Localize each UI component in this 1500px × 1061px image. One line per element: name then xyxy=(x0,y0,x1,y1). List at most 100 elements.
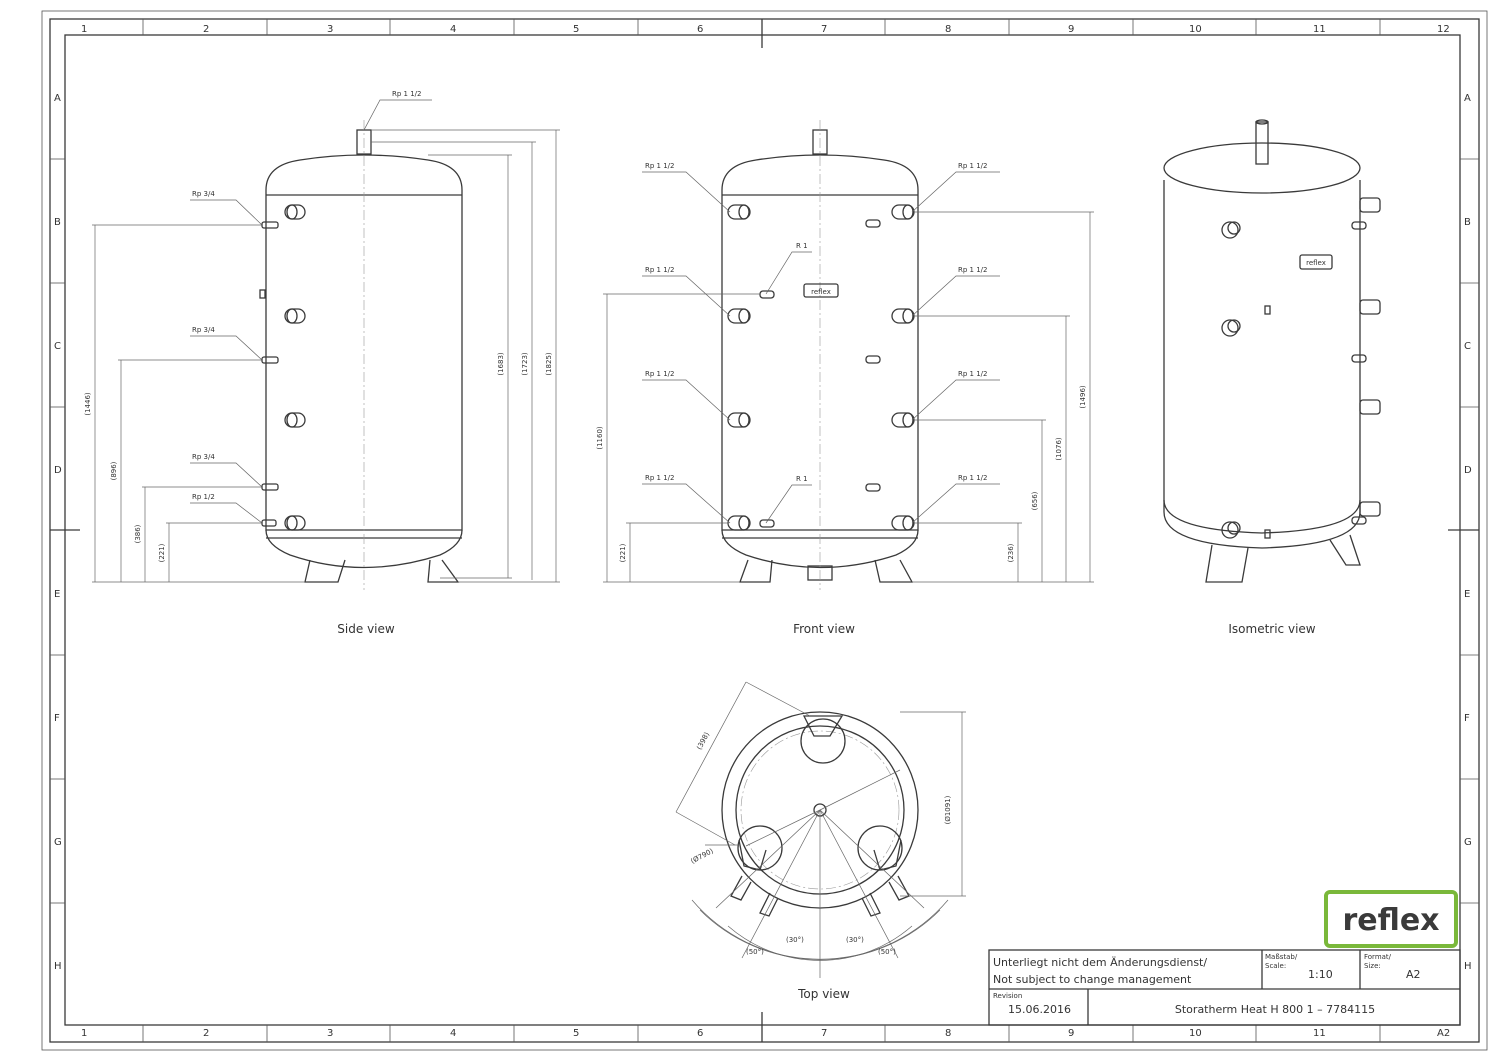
iso-badge xyxy=(1299,254,1333,270)
col-label: 8 xyxy=(945,1028,951,1039)
col-label: 4 xyxy=(450,1028,456,1039)
top-dim-label: (Ø1091) xyxy=(944,795,952,824)
side-dims-left xyxy=(92,224,305,583)
col-label: 7 xyxy=(821,24,827,35)
front-connection-label: Rp 1 1/2 xyxy=(958,370,987,378)
format-label-en: Size: xyxy=(1364,962,1381,970)
col-label: 3 xyxy=(327,24,333,35)
row-label: H xyxy=(54,961,62,972)
row-label: A xyxy=(54,93,61,104)
front-tank-body xyxy=(721,154,919,531)
top-angle-label: (50°) xyxy=(878,948,896,956)
front-connection-label: Rp 1 1/2 xyxy=(645,162,674,170)
scale-label-de: Maßstab/ xyxy=(1265,953,1298,961)
front-ports xyxy=(727,204,915,531)
front-sensor-label: R 1 xyxy=(796,475,808,483)
col-label: 9 xyxy=(1068,24,1074,35)
col-label: 4 xyxy=(450,24,456,35)
front-leaders xyxy=(642,171,1000,524)
side-dim-label: (1825) xyxy=(545,352,553,376)
side-dim-label: (221) xyxy=(158,543,166,562)
iso-top-nozzle xyxy=(1255,121,1269,165)
corner-code: A2 xyxy=(1437,1028,1450,1039)
front-dim-label: (1076) xyxy=(1055,437,1063,461)
side-view-caption: Side view xyxy=(337,622,395,636)
col-label: 5 xyxy=(573,24,579,35)
row-label: G xyxy=(54,837,62,848)
front-foot-left xyxy=(739,559,773,583)
top-port-left-inner xyxy=(738,839,767,871)
top-port-top-inner xyxy=(802,715,844,737)
title-block-frame xyxy=(988,949,1461,1026)
side-dim-label: (386) xyxy=(134,524,142,543)
row-label: D xyxy=(1464,465,1472,476)
grid-labels: 1 2 3 4 5 6 7 8 9 10 11 12 1 2 3 4 5 6 7… xyxy=(54,24,1472,1039)
row-label: E xyxy=(1464,589,1470,600)
side-view: Rp 1 1/2 Rp 3/4 Rp 3/4 Rp 3/4 Rp 1/2 (14… xyxy=(84,90,560,636)
col-label: 12 xyxy=(1437,24,1450,35)
front-view-caption: Front view xyxy=(793,622,855,636)
front-badge-text: reflex xyxy=(811,288,831,296)
side-dim-label: (896) xyxy=(110,461,118,480)
top-angle-label: (30°) xyxy=(846,936,864,944)
side-leaders xyxy=(190,99,432,524)
iso-top-nozzle-cap xyxy=(1255,119,1269,125)
side-connection-label: Rp 3/4 xyxy=(192,326,215,334)
side-dim-label: (1446) xyxy=(84,392,92,416)
col-label: 5 xyxy=(573,1028,579,1039)
side-connection-label: Rp 1/2 xyxy=(192,493,215,501)
top-dim-label: (398) xyxy=(695,731,711,752)
scale-label-en: Scale: xyxy=(1265,962,1286,970)
iso-tank-body xyxy=(1163,180,1361,549)
front-sensor-label: R 1 xyxy=(796,242,808,250)
row-label: A xyxy=(1464,93,1471,104)
top-view-caption: Top view xyxy=(797,987,850,1001)
front-dim-label: (1496) xyxy=(1079,385,1087,409)
iso-ports xyxy=(1221,197,1381,539)
top-port-top xyxy=(800,718,846,764)
front-connection-label: Rp 1 1/2 xyxy=(645,370,674,378)
top-dimension-lines xyxy=(675,681,966,978)
side-foot-left xyxy=(304,559,346,583)
row-label: H xyxy=(1464,961,1472,972)
side-ports xyxy=(259,204,306,531)
row-label: B xyxy=(54,217,61,228)
title-note-en: Not subject to change management xyxy=(993,973,1192,986)
side-tank-bottom xyxy=(265,529,463,569)
col-label: 10 xyxy=(1189,24,1202,35)
side-connection-label: Rp 3/4 xyxy=(192,190,215,198)
front-tank-bottom xyxy=(721,529,919,569)
front-connection-label: Rp 1 1/2 xyxy=(645,474,674,482)
row-label: E xyxy=(54,589,60,600)
row-label: G xyxy=(1464,837,1472,848)
col-label: 1 xyxy=(81,24,87,35)
top-port-right-inner xyxy=(873,839,902,871)
row-label: C xyxy=(54,341,61,352)
front-connection-label: Rp 1 1/2 xyxy=(645,266,674,274)
side-connection-label: Rp 3/4 xyxy=(192,453,215,461)
logo-frame xyxy=(1324,890,1458,948)
front-view: reflex Rp 1 1/2 Rp 1 1/2 Rp 1 1/2 Rp 1 1… xyxy=(596,120,1094,636)
reflex-logo: reflex xyxy=(1324,890,1458,948)
iso-foot-right xyxy=(1329,534,1361,566)
format-label-de: Format/ xyxy=(1364,953,1392,961)
col-label: 11 xyxy=(1313,24,1326,35)
iso-badge-text: reflex xyxy=(1306,259,1326,267)
revision-label: Revision xyxy=(993,992,1022,1000)
grid-ticks xyxy=(50,19,1479,1042)
front-foot-right xyxy=(874,559,914,583)
col-label: 8 xyxy=(945,24,951,35)
row-label: B xyxy=(1464,217,1471,228)
title-block: Unterliegt nicht dem Änderungsdienst/ No… xyxy=(988,949,1461,1026)
front-dim-label: (236) xyxy=(1007,543,1015,562)
row-label: F xyxy=(1464,713,1470,724)
col-label: 3 xyxy=(327,1028,333,1039)
iso-top-ellipse xyxy=(1163,142,1361,194)
revision-date: 15.06.2016 xyxy=(1008,1003,1071,1016)
iso-bottom-seam xyxy=(1163,499,1361,534)
front-dim-label: (221) xyxy=(619,543,627,562)
col-label: 11 xyxy=(1313,1028,1326,1039)
front-dims xyxy=(603,211,1094,583)
iso-foot-left xyxy=(1205,544,1249,583)
isometric-view: reflex Isometric view xyxy=(1163,119,1381,636)
